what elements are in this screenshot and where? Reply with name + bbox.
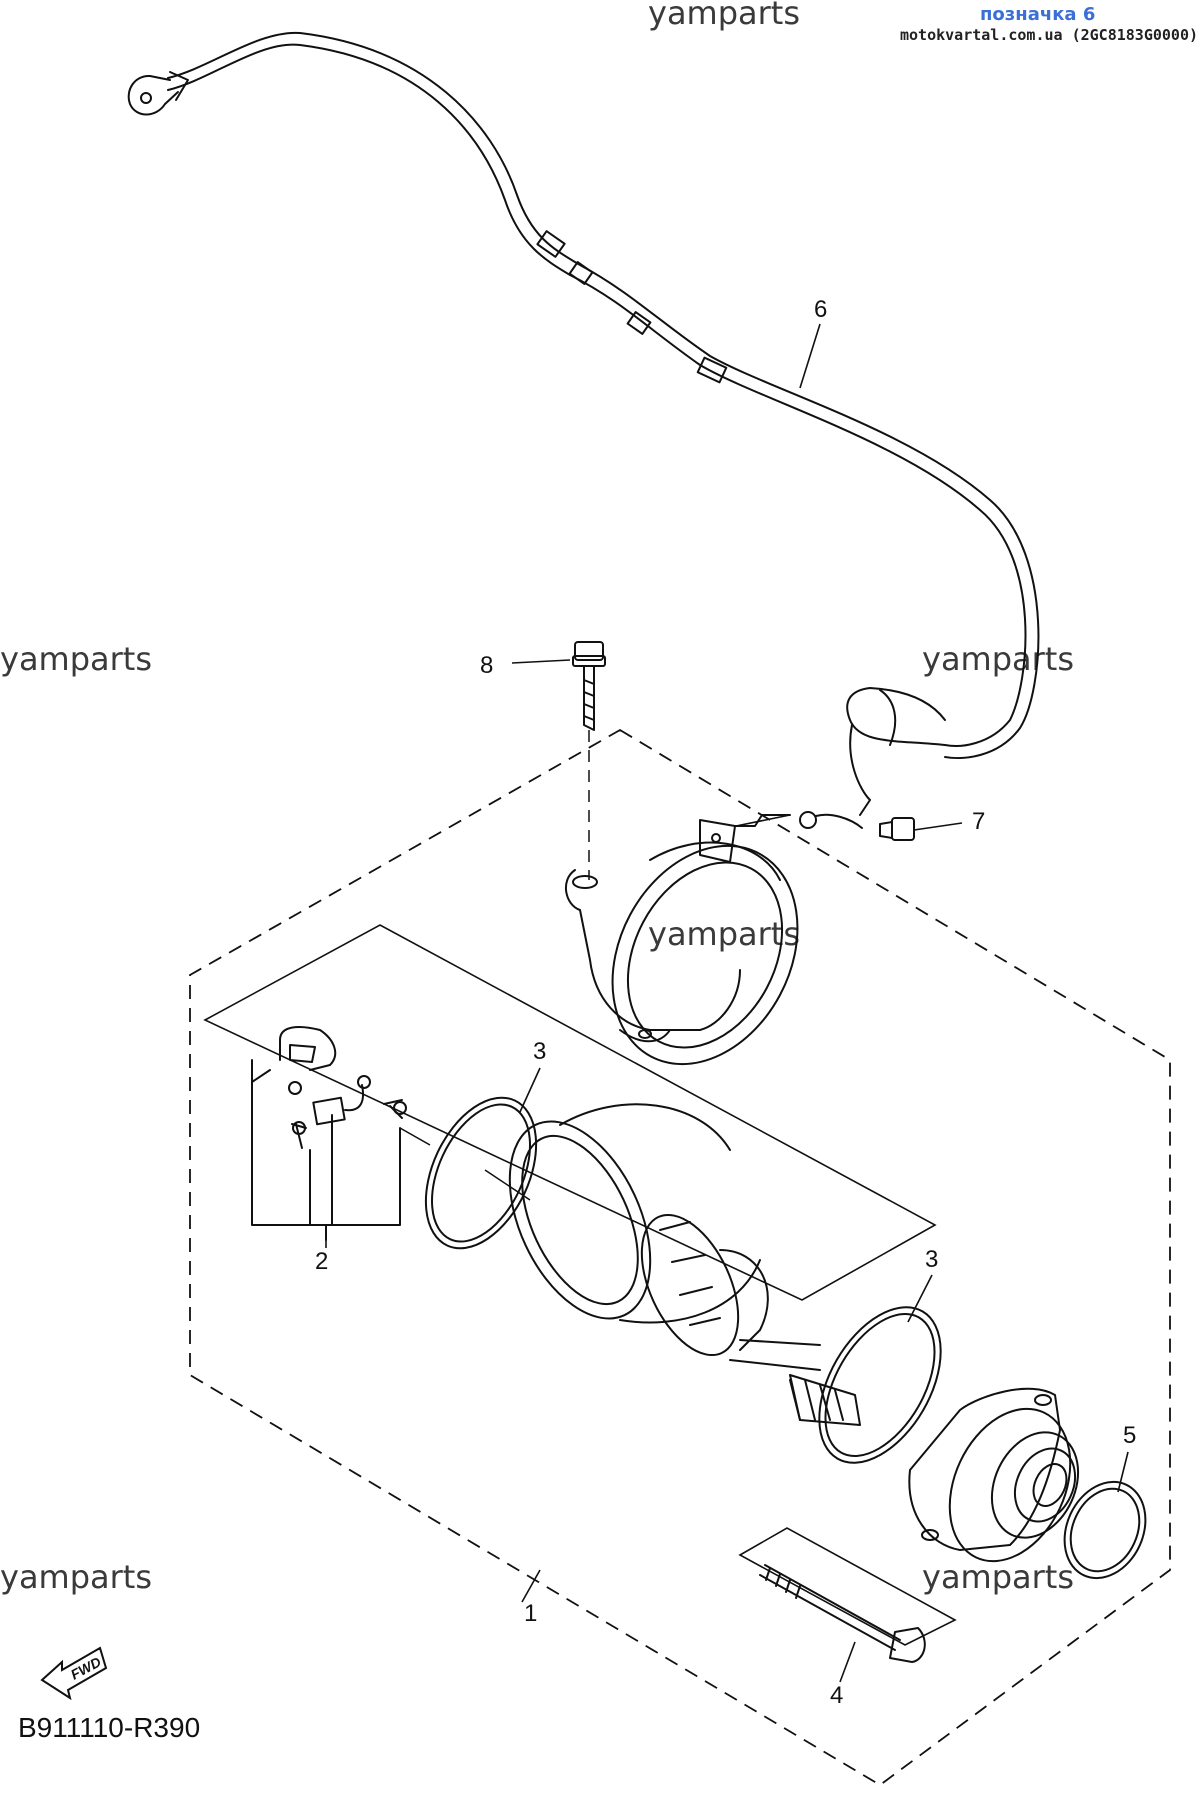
starter-cable	[127, 31, 1040, 816]
callout-8: 8	[480, 652, 494, 679]
brush-set-2	[251, 1026, 407, 1241]
callout-3a: 3	[533, 1038, 547, 1065]
watermark-right-1: yamparts	[922, 640, 1075, 678]
rear-cover	[908, 1387, 1080, 1563]
callout-2: 2	[315, 1248, 329, 1275]
note-label: позначка 6	[980, 4, 1096, 25]
o-ring-5	[1063, 1480, 1147, 1580]
callout-6: 6	[814, 296, 828, 323]
watermark-top: yamparts	[648, 0, 801, 32]
callout-5: 5	[1123, 1422, 1137, 1449]
assembly-boundary	[189, 728, 1171, 1787]
o-ring-3a	[424, 1096, 538, 1250]
leader-lines	[203, 323, 1129, 1683]
watermark-center: yamparts	[648, 915, 801, 953]
o-ring-3b	[818, 1306, 942, 1464]
fwd-arrow-icon: FWD	[40, 1646, 108, 1700]
site-label: motokvartal.com.ua (2GC8183G0000)	[900, 26, 1198, 44]
motor-yoke	[508, 1103, 861, 1426]
bolt-8	[572, 641, 606, 731]
watermark-right-2: yamparts	[922, 1558, 1075, 1596]
callout-1: 1	[524, 1600, 538, 1627]
diagram-code: B911110-R390	[18, 1712, 201, 1743]
callout-7: 7	[972, 808, 986, 835]
long-bolt-4	[759, 1564, 926, 1663]
watermark-left-2: yamparts	[0, 1558, 153, 1596]
terminal-screw-7	[799, 811, 915, 841]
callout-3b: 3	[925, 1246, 939, 1273]
motor-axis	[399, 1127, 531, 1201]
front-housing	[565, 814, 799, 1066]
watermark-left-1: yamparts	[0, 640, 153, 678]
callout-4: 4	[830, 1682, 844, 1709]
